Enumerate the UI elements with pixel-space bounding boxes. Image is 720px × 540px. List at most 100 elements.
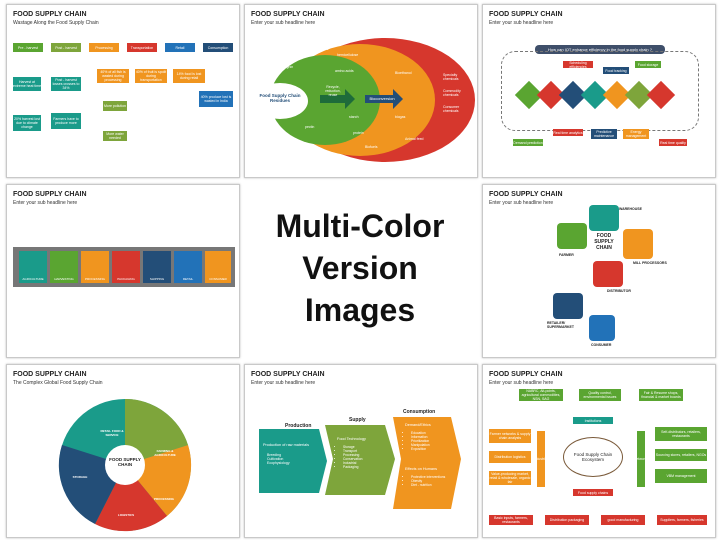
list-item: Manipulation <box>411 443 430 447</box>
segment-label: STORAGE <box>72 475 88 479</box>
slide-subtitle: Enter your sub headline here <box>489 380 554 386</box>
center-line-1: Multi-Color <box>275 208 445 244</box>
iot-tag: Real time quality <box>659 139 687 146</box>
side-box: Distribution logistics <box>489 451 531 463</box>
node-label: FARMER <box>559 253 574 257</box>
step <box>50 251 78 283</box>
chevron-supply <box>325 425 395 495</box>
slide-residues[interactable]: FOOD SUPPLY CHAIN Enter your sub headlin… <box>244 4 478 178</box>
step-label: RETAIL <box>182 277 194 281</box>
slide-wastage[interactable]: FOOD SUPPLY CHAIN Wastage Along the Food… <box>6 4 240 178</box>
arrow-shape <box>320 89 355 109</box>
segment-label: FARMING & AGRICULTURE <box>154 449 176 457</box>
iot-tag: Demand prediction <box>513 139 543 146</box>
word: Biofuels <box>365 145 378 149</box>
word: Animal feed <box>405 137 424 141</box>
slide-ecosystem[interactable]: FOOD SUPPLY CHAIN Enter your sub headlin… <box>482 364 716 538</box>
word: Bioethanol <box>395 71 412 75</box>
segment-label: RETAIL FOOD & SERVICE <box>100 429 124 437</box>
slide-title: FOOD SUPPLY CHAIN <box>251 371 325 378</box>
note-box: More pollution <box>103 101 127 111</box>
node-label: RETAILER/ SUPERMARKET <box>547 321 575 329</box>
residue-diagram <box>252 38 475 162</box>
iot-tag: Energy management <box>623 129 649 139</box>
puzzle-row <box>514 80 676 110</box>
stage-box: Consumption <box>203 43 233 52</box>
cycle-arrow <box>589 205 619 231</box>
column-head: Consumption <box>403 409 436 415</box>
word: lignin <box>285 65 294 69</box>
wheel-segment <box>95 465 167 532</box>
slide-steps[interactable]: FOOD SUPPLY CHAIN Enter your sub headlin… <box>6 184 240 358</box>
slide-prod-supply[interactable]: FOOD SUPPLY CHAIN Enter your sub headlin… <box>244 364 478 538</box>
iot-tag: Scheduling efficiencies <box>563 61 593 69</box>
side-box: Farmer networks & supply chain analysts <box>489 429 531 443</box>
iot-tag: Real time analytics <box>553 129 583 136</box>
word: Commodity chemicals <box>443 89 461 97</box>
list-item: Ecophysiology <box>267 461 290 465</box>
supply-list: Storage Transport Processing Conservatio… <box>343 445 362 469</box>
industries-bar: Industries <box>533 431 549 487</box>
stage-box: Processing <box>89 43 119 52</box>
networks-bar: Networks <box>634 431 648 487</box>
bottom-box: Basic inputs, farmers, restaurants <box>489 515 533 525</box>
word: protein <box>353 131 364 135</box>
slide-subtitle: The Complex Global Food Supply Chain <box>13 380 103 386</box>
step <box>205 251 231 283</box>
list-item: Cultivation <box>267 457 290 461</box>
cons-title2: Effects on Humans <box>405 467 438 471</box>
slide-title: FOOD SUPPLY CHAIN <box>13 11 87 18</box>
word: hemicellulose <box>337 53 359 57</box>
word: biogas <box>395 115 406 119</box>
list-item: Obesity <box>411 479 445 483</box>
slide-title: FOOD SUPPLY CHAIN <box>13 191 87 198</box>
slide-wheel[interactable]: FOOD SUPPLY CHAIN The Complex Global Foo… <box>6 364 240 538</box>
slide-subtitle: Enter your sub headline here <box>489 20 554 26</box>
mid-label: Bioconversion <box>369 96 395 101</box>
note-box: 40% of fruit is spoilt during transporta… <box>135 69 167 83</box>
stage-box: Post - harvest <box>51 43 81 52</box>
list-item: Exposition <box>411 447 430 451</box>
step-label: SHIPPING <box>149 277 165 281</box>
list-item: Education <box>411 431 430 435</box>
step <box>112 251 140 283</box>
core-ellipse <box>252 83 308 119</box>
list-item: Transport <box>343 449 362 453</box>
puzzle-piece <box>646 80 676 110</box>
list-item: Information <box>411 435 430 439</box>
word: amino acids <box>335 69 354 73</box>
node-label: MILL PROCESSORS <box>633 261 667 265</box>
list-item: Prioritization <box>411 439 430 443</box>
center-heading: Multi-Color Version Images <box>244 176 476 360</box>
cycle-arrow <box>589 315 615 341</box>
list-item: Diet - nutrition <box>411 483 445 487</box>
bottom-box: Suppliers, farmers, fisheries <box>657 515 707 525</box>
question-bar: How can IOT enhance efficiency in the fo… <box>535 45 665 54</box>
slide-iot[interactable]: FOOD SUPPLY CHAIN Enter your sub headlin… <box>482 4 716 178</box>
slide-subtitle: Enter your sub headline here <box>13 200 78 206</box>
stage-box: Transportation <box>127 43 157 52</box>
step-label: PACKAGING <box>117 277 135 281</box>
step <box>81 251 109 283</box>
wheel-hub <box>105 445 145 485</box>
side-box: VBM management <box>655 469 707 483</box>
bottom-box: Distribution packaging <box>545 515 589 525</box>
cycle-title: FOOD SUPPLY CHAIN <box>594 233 614 251</box>
slide-cycle[interactable]: FOOD SUPPLY CHAIN Enter your sub headlin… <box>482 184 716 358</box>
mid-label: Recycle, reduction, reuse <box>325 85 341 97</box>
slide-title: FOOD SUPPLY CHAIN <box>489 11 563 18</box>
segment-label: LOGISTICS <box>117 513 135 517</box>
cons-title: Demand/Ethics <box>405 423 431 427</box>
word: starch <box>349 115 359 119</box>
segment-label: PROCESSING <box>153 497 174 501</box>
list-item: Packaging <box>343 465 362 469</box>
column-head: Production <box>285 423 312 429</box>
slide-title: FOOD SUPPLY CHAIN <box>251 11 325 18</box>
chevron-production <box>259 429 327 493</box>
step-label: CONSUMER <box>209 277 227 281</box>
eco-oval: Food Supply Chain Ecosystem <box>563 437 623 477</box>
stage-box: Retail <box>165 43 195 52</box>
step <box>143 251 171 283</box>
step <box>19 251 47 283</box>
prod-title: Production of raw materials <box>263 443 310 447</box>
